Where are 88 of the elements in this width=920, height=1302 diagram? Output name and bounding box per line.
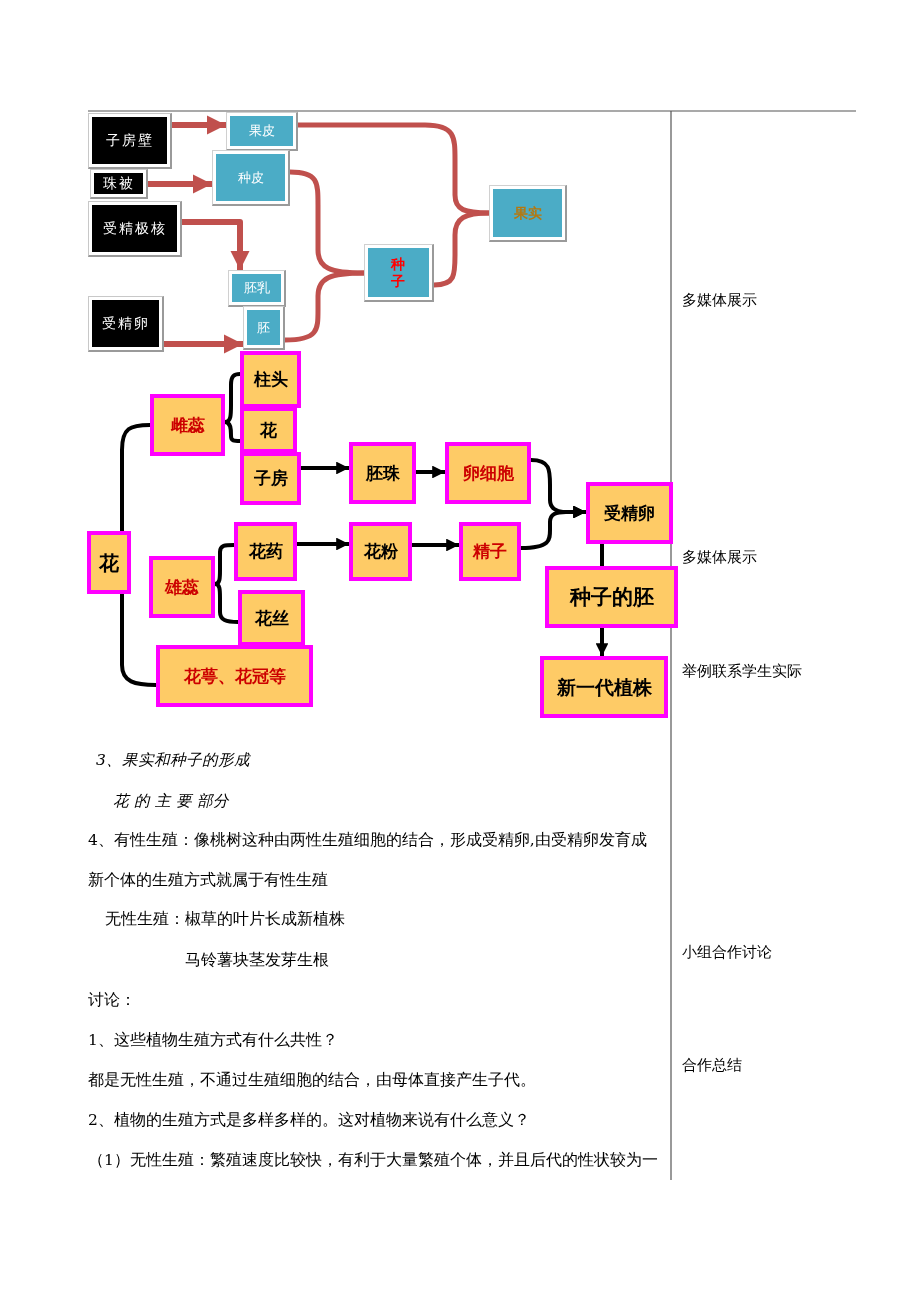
part-box [349,442,416,504]
body-text: 1、这些植物生殖方式有什么共性？ [88,1030,338,1051]
brace-connector [600,544,604,566]
term-label: 子房 [253,468,288,489]
term-label: 受精卵 [604,502,655,524]
term-label: 胚乳 [243,280,270,296]
term-label: 花萼、花冠等 [183,665,286,687]
part-box [240,351,301,408]
arrow [595,628,609,656]
result-box [212,150,290,206]
brace-connector [214,582,239,624]
method-note: 多媒体展示 [682,290,757,311]
part-box [156,645,313,707]
brace-connector [284,270,365,343]
term-label: 花药 [248,541,283,562]
term-label: 受精极核 [102,220,167,237]
term-label: 种子 [390,255,407,290]
arrow [164,334,243,354]
term-box [88,201,182,257]
method-note: 举例联系学生实际 [682,661,802,682]
body-text: 2、植物的生殖方式是多样多样的。这对植物来说有什么意义？ [88,1110,530,1131]
result-box [243,306,285,350]
term-label: 胚 [257,319,270,336]
term-label: 子房壁 [105,132,154,149]
part-box [234,522,297,581]
arrow [182,219,250,270]
term-label: 雄蕊 [165,576,199,598]
arrow [520,505,586,550]
part-box [459,522,521,581]
body-text: 都是无性生殖，不通过生殖细胞的结合，由母体直接产生子代。 [88,1070,536,1091]
part-box [238,590,305,646]
term-label: 珠被 [102,175,135,192]
part-box [349,522,412,581]
term-label: 种子的胚 [569,584,654,610]
arrow [412,538,459,552]
result-box [228,270,286,307]
term-label: 花丝 [254,607,289,629]
arrow [416,465,445,479]
term-box [88,113,172,169]
term-label: 雌蕊 [170,414,205,436]
part-box [540,656,668,718]
term-label: 精子 [473,541,507,562]
part-box [545,566,678,628]
brace-connector [120,423,151,531]
paragraph-text: 4、有性生殖：像桃树这种由两性生殖细胞的结合，形成受精卵,由受精卵发育成新个体的生殖方式就属于有性生殖 [88,830,648,891]
body-text: （1）无性生殖：繁殖速度比较快，有利于大量繁殖个体，并且后代的性状较为一 [88,1150,658,1171]
term-label: 果实 [513,204,542,222]
brace-connector [224,420,241,443]
brace-connector [433,210,490,288]
body-text: 讨论： [88,990,136,1011]
part-box [240,407,297,453]
brace-connector [224,372,241,424]
term-label: 果皮 [248,123,275,139]
brace-connector [298,122,490,216]
body-text: 马铃薯块茎发芽生根 [185,950,329,971]
section-heading: 3、果实和种子的形成 [96,750,250,771]
brace-connector [214,543,234,586]
method-note: 合作总结 [682,1055,742,1076]
term-box [90,169,148,199]
result-box [364,244,434,302]
term-label: 种皮 [237,169,264,186]
brace-connector [289,169,365,276]
arrow [148,174,212,194]
part-box [149,556,215,618]
term-label: 新一代植株 [556,675,652,699]
term-label: 花 [99,550,119,575]
arrow [172,115,226,135]
term-label: 胚珠 [365,462,400,484]
arrow [297,537,349,551]
term-label: 花 [260,419,277,441]
result-box [489,185,567,242]
part-box [87,531,131,594]
term-label: 柱头 [253,369,288,390]
method-note: 多媒体展示 [682,547,757,568]
brace-connector [120,594,157,687]
arrow [301,461,349,475]
term-label: 卵细胞 [462,462,514,484]
subheading-text: 花 的 主 要 部分 [113,791,229,812]
part-box [150,394,225,456]
body-text: 无性生殖：椒草的叶片长成新植株 [105,909,345,930]
part-box [445,442,531,504]
term-label: 受精卵 [101,315,150,332]
term-box [88,296,164,352]
part-box [586,482,673,544]
part-box [240,452,301,505]
result-box [226,112,298,151]
method-note: 小组合作讨论 [682,942,772,963]
term-label: 花粉 [363,541,398,562]
